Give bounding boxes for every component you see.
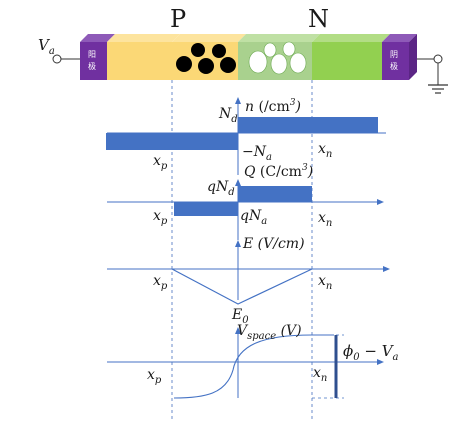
- pn-device: 阳 极 阴 极 P N: [80, 5, 417, 80]
- potential-axis-label: Vspace (V): [237, 323, 302, 342]
- positive-charge-bar: [238, 186, 312, 202]
- doping-vertical-arrow: [235, 97, 241, 104]
- acceptor-label: −Na: [242, 144, 272, 163]
- hole: [198, 58, 214, 74]
- negative-charge-bar: [174, 202, 238, 216]
- p-region-label: P: [170, 5, 186, 33]
- holes: [176, 43, 236, 74]
- donor-concentration-bar: [238, 117, 378, 133]
- anode-label-top: 阳: [88, 50, 96, 59]
- field-vertical-arrow: [235, 240, 241, 247]
- field-axis-label: E (V/cm): [242, 236, 305, 252]
- hole: [212, 44, 226, 58]
- n-neutral-region: [312, 42, 382, 80]
- electron: [270, 53, 288, 75]
- cathode-label-top: 阴: [390, 50, 398, 59]
- anode-label-bottom: 极: [88, 61, 96, 71]
- cathode-top-face: [382, 34, 417, 42]
- p-depletion-top-face: [172, 34, 246, 42]
- field-horizontal-arrow: [383, 266, 390, 272]
- n-depletion-top-face: [238, 34, 320, 42]
- e0-label: E0: [231, 307, 249, 326]
- hole: [220, 57, 236, 73]
- potential-horizontal-arrow: [377, 359, 384, 365]
- charge-vertical-arrow: [235, 179, 241, 186]
- qnd-label: qNd: [207, 179, 235, 198]
- xp-label: xp: [153, 208, 168, 227]
- ground-terminal: [417, 54, 448, 94]
- hole: [176, 56, 192, 72]
- doping-axis-label: n (/cm3): [245, 98, 301, 115]
- electric-field-curve: [171, 268, 313, 305]
- n-neutral-top-face: [312, 34, 390, 42]
- qna-label: qNa: [240, 208, 267, 227]
- electric-field-plot: E (V/cm) E0 xp xn: [107, 236, 390, 326]
- xn-label: xn: [318, 141, 332, 160]
- terminal-circle: [52, 54, 62, 64]
- electron: [282, 41, 296, 57]
- electron: [289, 52, 307, 74]
- terminal-circle: [433, 54, 443, 64]
- donor-label: Nd: [218, 106, 238, 125]
- anode-electrode: [80, 42, 107, 80]
- anode-terminal: Va: [38, 36, 80, 64]
- charge-density-plot: Q (C/cm3) qNd qNa xp xn: [107, 163, 384, 240]
- xn-label: xn: [318, 273, 332, 292]
- xn-label: xn: [313, 365, 327, 384]
- device-side-face: [409, 34, 417, 80]
- potential-vertical-arrow: [235, 327, 241, 334]
- p-neutral-region: [107, 42, 172, 80]
- charge-axis-label: Q (C/cm3): [244, 163, 313, 180]
- hole: [191, 43, 205, 57]
- applied-voltage-label: Va: [38, 36, 55, 57]
- cathode-label-bottom: 极: [390, 61, 398, 71]
- electron: [263, 42, 277, 58]
- doping-profile-plot: n (/cm3) Nd −Na xp xn: [106, 97, 386, 175]
- charge-horizontal-arrow: [377, 199, 384, 205]
- cathode-electrode: [382, 42, 409, 80]
- potential-plot: Vspace (V) ϕ0 − Va xp xn: [107, 323, 399, 399]
- barrier-height-label: ϕ0 − Va: [343, 342, 399, 363]
- p-neutral-top-face: [107, 34, 180, 42]
- electrons: [248, 41, 307, 75]
- n-region-label: N: [308, 5, 329, 33]
- anode-top-face: [80, 34, 115, 42]
- xn-label: xn: [318, 210, 332, 229]
- ground-icon: [428, 84, 448, 94]
- electron: [248, 50, 268, 74]
- acceptor-concentration-bar: [106, 133, 238, 150]
- xp-label: xp: [147, 367, 162, 386]
- potential-curve: [173, 334, 334, 399]
- xp-label: xp: [153, 273, 168, 292]
- xp-label: xp: [153, 153, 168, 172]
